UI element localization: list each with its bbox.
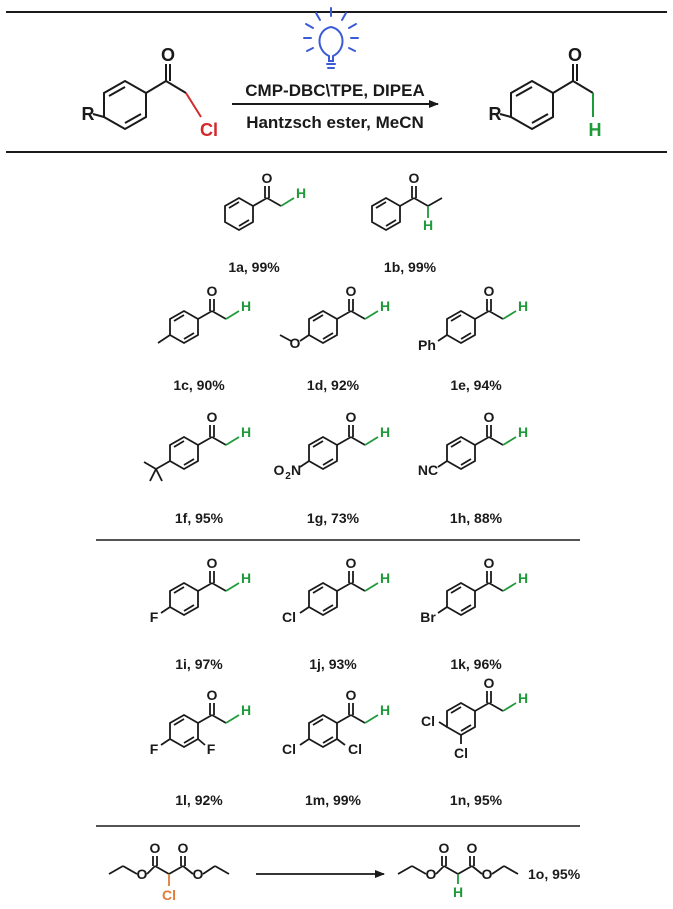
malonate-reactant [108,856,230,886]
structure-1e [437,299,517,345]
label-1j: 1j, 93% [309,656,357,672]
label-1a: 1a, 99% [228,259,280,275]
structure-1h [437,425,517,471]
atom-h-1j: H [380,570,390,586]
structure-1g [299,425,379,471]
label-1e: 1e, 94% [450,377,502,393]
atom-h-1g: H [380,424,390,440]
atom-cl-malonate: Cl [162,887,176,903]
label-1c: 1c, 90% [173,377,225,393]
label-1n: 1n, 95% [450,792,503,808]
product-structure [499,64,594,131]
atom-cl3-1n: Cl [454,745,468,761]
atom-no2-n-1g: N [291,462,301,478]
atom-o-1b: O [409,170,420,186]
atom-h-1a: H [296,185,306,201]
atom-h-1f: H [241,424,251,440]
label-1g: 1g, 73% [307,510,360,526]
reactant-r-group: R [82,104,95,124]
atom-o-1d: O [346,283,357,299]
atom-o-1g: O [346,409,357,425]
atom-h-1d: H [380,298,390,314]
conditions-bottom: Hantzsch ester, MeCN [246,113,424,132]
structure-1i [160,571,240,617]
atom-f2-1l: F [207,741,216,757]
atom-h-1h: H [518,424,528,440]
label-1f: 1f, 95% [175,510,224,526]
malonate-product [397,856,519,884]
atom-o-1j: O [346,555,357,571]
atom-h-1c: H [241,298,251,314]
structure-1c [157,299,240,345]
reactant-structure [92,64,202,131]
atom-o-malonate-p2: O [482,866,493,882]
atom-o-1h: O [484,409,495,425]
atom-o-1a: O [262,170,273,186]
label-1k: 1k, 96% [450,656,502,672]
atom-o-1c: O [207,283,218,299]
atom-h-1e: H [518,298,528,314]
structure-1j [299,571,379,617]
atom-f4-1l: F [150,741,159,757]
atom-no2-o-1g: O [274,462,285,478]
reactant-cl-atom: Cl [200,120,218,140]
structure-1m [299,703,379,749]
structure-1l [160,703,240,749]
atom-co-malonate-r2: O [178,840,189,856]
atom-o-1k: O [484,555,495,571]
atom-nc-1h: NC [418,462,438,478]
atom-o-malonate-r2: O [193,866,204,882]
label-1o: 1o, 95% [528,866,581,882]
structure-1d [279,299,379,345]
structure-1k [437,571,517,617]
atom-ome-o-1d: O [290,335,301,351]
label-1i: 1i, 97% [175,656,223,672]
atom-o-1i: O [207,555,218,571]
atom-co-malonate-r1: O [150,840,161,856]
atom-ph-1e: Ph [418,337,436,353]
atom-h-1l: H [241,702,251,718]
atom-o-malonate-r1: O [137,866,148,882]
atom-cl4-1m: Cl [282,741,296,757]
atom-cl-1j: Cl [282,609,296,625]
atom-o-1m: O [346,687,357,703]
reactant-o-atom: O [161,45,175,65]
atom-cl2-1m: Cl [348,741,362,757]
atom-o-malonate-p1: O [426,866,437,882]
label-1h: 1h, 88% [450,510,503,526]
atom-o-1n: O [484,675,495,691]
label-1m: 1m, 99% [305,792,362,808]
atom-o-1f: O [207,409,218,425]
label-1b: 1b, 99% [384,259,437,275]
atom-no2-sub-1g: 2 [285,471,291,482]
structure-1n [438,691,517,744]
atom-o-1l: O [207,687,218,703]
atom-h-1b: H [423,217,433,233]
atom-h-1m: H [380,702,390,718]
atom-h-1n: H [518,690,528,706]
atom-h-malonate: H [453,884,463,900]
atom-f-1i: F [150,609,159,625]
structure-1b [371,186,443,232]
atom-co-malonate-p1: O [439,840,450,856]
product-r-group: R [489,104,502,124]
atom-h-1i: H [241,570,251,586]
atom-o-1e: O [484,283,495,299]
conditions-top: CMP-DBC\TPE, DIPEA [245,81,424,100]
atom-co-malonate-p2: O [467,840,478,856]
atom-br-1k: Br [420,609,436,625]
product-h-atom: H [589,120,602,140]
atom-h-1k: H [518,570,528,586]
product-o-atom: O [568,45,582,65]
structure-1f [143,425,240,482]
label-1d: 1d, 92% [307,377,360,393]
label-1l: 1l, 92% [175,792,223,808]
structure-1a [224,186,295,232]
atom-cl4-1n: Cl [421,713,435,729]
lightbulb-icon [303,7,359,69]
